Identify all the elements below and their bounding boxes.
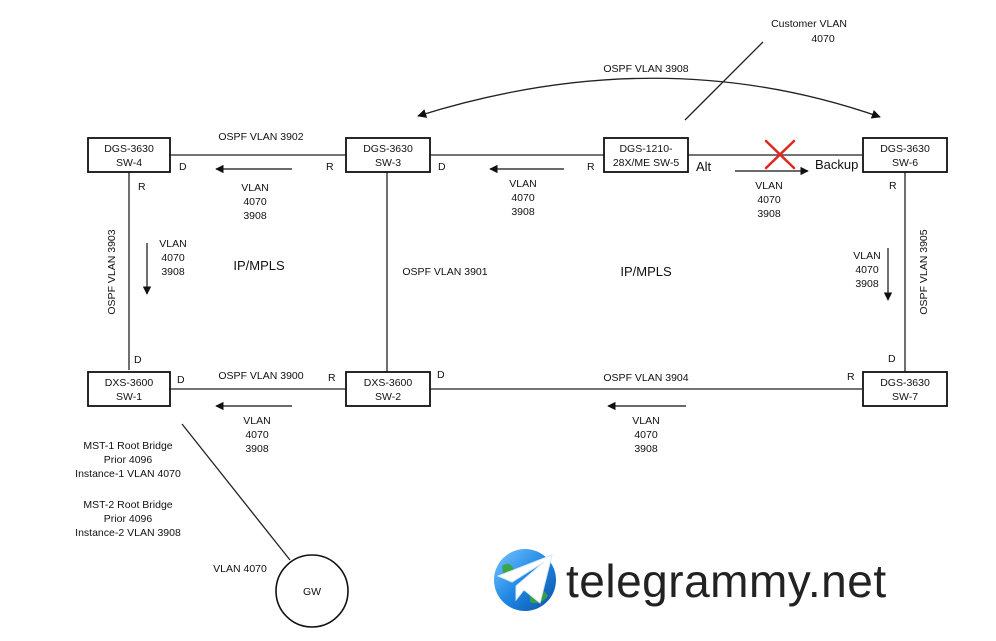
port-sw5-alt: Alt xyxy=(696,159,712,174)
customer-vlan-title: Customer VLAN xyxy=(771,18,847,30)
port-sw6-backup: Backup xyxy=(815,157,858,172)
sw4-name: SW-4 xyxy=(116,157,142,169)
label-ospf-3901: OSPF VLAN 3901 xyxy=(402,266,487,278)
svg-text:4070: 4070 xyxy=(243,196,267,208)
port-sw3-r: R xyxy=(326,161,334,173)
root-bridge-info: MST-1 Root Bridge Prior 4096 Instance-1 … xyxy=(75,440,181,539)
sw3-model: DGS-3630 xyxy=(363,143,413,155)
label-ospf-3900: OSPF VLAN 3900 xyxy=(218,370,303,382)
vlan-group-sw4-sw1: VLAN 4070 3908 xyxy=(159,238,186,278)
port-sw6-r: R xyxy=(889,180,897,192)
sw6-name: SW-6 xyxy=(892,157,918,169)
vlan-group-sw3-sw4: VLAN 4070 3908 xyxy=(241,182,268,222)
label-ospf-3905: OSPF VLAN 3905 xyxy=(918,229,930,314)
port-sw1-d-right: D xyxy=(177,374,185,386)
label-ospf-3903: OSPF VLAN 3903 xyxy=(106,229,118,314)
svg-text:3908: 3908 xyxy=(161,266,185,278)
region-left-label: IP/MPLS xyxy=(233,258,285,273)
port-sw4-d: D xyxy=(179,161,187,173)
traffic-arrows xyxy=(142,164,893,411)
svg-text:3908: 3908 xyxy=(511,206,535,218)
svg-text:3908: 3908 xyxy=(634,443,658,455)
svg-text:VLAN: VLAN xyxy=(509,178,536,190)
switch-sw3: DGS-3630 SW-3 xyxy=(345,137,431,173)
ospf-3908-arc xyxy=(417,77,881,119)
label-ospf-3908: OSPF VLAN 3908 xyxy=(603,63,688,75)
sw1-model: DXS-3600 xyxy=(105,377,154,389)
svg-text:4070: 4070 xyxy=(757,194,781,206)
switch-sw5: DGS-1210- 28X/ME SW-5 xyxy=(603,137,689,173)
port-sw7-d: D xyxy=(888,353,896,365)
svg-text:4070: 4070 xyxy=(855,264,879,276)
sw1-name: SW-1 xyxy=(116,391,142,403)
gw-label: GW xyxy=(303,586,321,598)
switch-sw2: DXS-3600 SW-2 xyxy=(345,371,431,407)
telegram-logo-icon xyxy=(494,549,556,611)
svg-text:VLAN: VLAN xyxy=(853,250,880,262)
svg-text:4070: 4070 xyxy=(511,192,535,204)
customer-vlan-id: 4070 xyxy=(811,33,835,45)
vlan-group-sw6-sw7: VLAN 4070 3908 xyxy=(853,250,880,290)
port-sw3-d: D xyxy=(438,161,446,173)
vlan-group-sw5-sw3: VLAN 4070 3908 xyxy=(509,178,536,218)
link-labels: OSPF VLAN 3902 OSPF VLAN 3908 OSPF VLAN … xyxy=(106,18,930,384)
sw4-model: DGS-3630 xyxy=(104,143,154,155)
label-ospf-3902: OSPF VLAN 3902 xyxy=(218,131,303,143)
port-roles: D R D R Alt Backup R R D D R D D R xyxy=(134,157,897,386)
port-sw4-r: R xyxy=(138,181,146,193)
vlan-group-sw5-sw6: VLAN 4070 3908 xyxy=(755,180,782,220)
svg-text:VLAN: VLAN xyxy=(755,180,782,192)
switch-sw7: DGS-3630 SW-7 xyxy=(862,371,948,407)
port-sw2-r: R xyxy=(328,372,336,384)
watermark-text: telegrammy.net xyxy=(566,555,887,607)
switch-sw6: DGS-3630 SW-6 xyxy=(862,137,948,173)
link-sw1-gw xyxy=(181,423,291,561)
links xyxy=(128,41,906,561)
gw-vlan-label: VLAN 4070 xyxy=(213,563,267,575)
svg-text:VLAN: VLAN xyxy=(243,415,270,427)
vlan-group-sw7-sw2: VLAN 4070 3908 xyxy=(632,415,659,455)
svg-text:VLAN: VLAN xyxy=(241,182,268,194)
svg-text:4070: 4070 xyxy=(634,429,658,441)
switch-sw1: DXS-3600 SW-1 xyxy=(87,371,171,407)
mst1-instance: Instance-1 VLAN 4070 xyxy=(75,468,181,480)
mst2-title: MST-2 Root Bridge xyxy=(83,499,172,511)
sw7-model: DGS-3630 xyxy=(880,377,930,389)
mst2-instance: Instance-2 VLAN 3908 xyxy=(75,527,181,539)
gateway-node: GW xyxy=(275,554,349,628)
svg-text:3908: 3908 xyxy=(243,210,267,222)
port-sw1-d-top: D xyxy=(134,354,142,366)
svg-text:VLAN: VLAN xyxy=(632,415,659,427)
svg-text:4070: 4070 xyxy=(245,429,269,441)
mst1-prior: Prior 4096 xyxy=(104,454,153,466)
sw6-model: DGS-3630 xyxy=(880,143,930,155)
port-sw5-r: R xyxy=(587,161,595,173)
customer-vlan-pointer xyxy=(684,41,764,121)
sw7-name: SW-7 xyxy=(892,391,918,403)
mst2-prior: Prior 4096 xyxy=(104,513,153,525)
sw5-model: DGS-1210- xyxy=(619,143,673,155)
sw5-name: 28X/ME SW-5 xyxy=(613,157,679,169)
svg-text:3908: 3908 xyxy=(757,208,781,220)
sw2-model: DXS-3600 xyxy=(364,377,413,389)
sw2-name: SW-2 xyxy=(375,391,401,403)
mst1-title: MST-1 Root Bridge xyxy=(83,440,172,452)
port-sw7-r: R xyxy=(847,371,855,383)
switch-sw4: DGS-3630 SW-4 xyxy=(87,137,171,173)
region-right-label: IP/MPLS xyxy=(620,264,672,279)
port-sw2-d: D xyxy=(437,369,445,381)
svg-text:VLAN: VLAN xyxy=(159,238,186,250)
label-ospf-3904: OSPF VLAN 3904 xyxy=(603,372,688,384)
sw3-name: SW-3 xyxy=(375,157,401,169)
svg-text:3908: 3908 xyxy=(245,443,269,455)
svg-text:3908: 3908 xyxy=(855,278,879,290)
blocked-x-icon xyxy=(764,139,796,170)
svg-text:4070: 4070 xyxy=(161,252,185,264)
vlan-group-sw2-sw1: VLAN 4070 3908 xyxy=(243,415,270,455)
